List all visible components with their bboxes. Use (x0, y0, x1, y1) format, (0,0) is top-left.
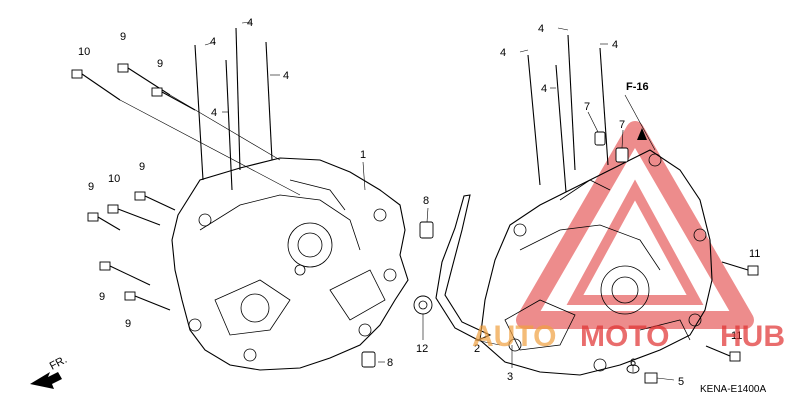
leader-lines (119, 21, 675, 381)
callout-4-e: 4 (538, 23, 544, 35)
bolts (71, 63, 759, 384)
left-crankcase (171, 157, 409, 371)
callouts: 10 9 9 4 4 4 4 1 9 10 9 9 9 8 8 12 4 4 4… (78, 17, 760, 388)
callout-7-a: 7 (584, 101, 590, 113)
stud-bolts-right (527, 34, 609, 193)
callout-11-bottom: 11 (731, 330, 742, 342)
callout-5: 5 (678, 376, 684, 388)
callout-9-lower2: 9 (125, 318, 131, 330)
watermark-logo (516, 121, 754, 329)
gasket (435, 194, 492, 341)
frame-ref-label: F-16 (626, 81, 649, 93)
callout-11-top: 11 (749, 248, 760, 260)
watermark-triangle (516, 121, 754, 329)
callout-4-b: 4 (247, 17, 253, 29)
callout-10-mid: 10 (108, 173, 120, 185)
callout-10-top: 10 (78, 46, 90, 58)
callout-4-f: 4 (500, 47, 506, 59)
callout-7-b: 7 (619, 119, 625, 131)
callout-9-left: 9 (88, 181, 94, 193)
right-crankcase (479, 149, 713, 376)
callout-8-top: 8 (423, 195, 429, 207)
callout-4-c: 4 (283, 70, 289, 82)
callout-9-lower: 9 (99, 291, 105, 303)
watermark-text-mid: MOTO (580, 320, 669, 353)
callout-4-d: 4 (211, 107, 217, 119)
front-marker-label: FR. (48, 354, 69, 373)
callout-9-top: 9 (120, 31, 126, 43)
watermark-text-left: AUTO (472, 320, 556, 353)
watermark-text-right: HUB (720, 320, 785, 353)
callout-12: 12 (416, 343, 428, 355)
callout-8-bottom: 8 (387, 357, 393, 369)
callout-1: 1 (360, 149, 366, 161)
stud-bolts-left (194, 27, 273, 191)
callout-4-g: 4 (612, 39, 618, 51)
callout-2: 2 (474, 343, 480, 355)
callout-9-second: 9 (157, 58, 163, 70)
callout-9-mid: 9 (139, 161, 145, 173)
callout-4-h: 4 (541, 83, 547, 95)
callout-3: 3 (507, 371, 513, 383)
front-arrow: FR. (30, 354, 69, 389)
callout-4-a: 4 (210, 36, 216, 48)
callout-6: 6 (630, 357, 636, 369)
dowels-and-bearing (361, 131, 629, 368)
frame-reference: F-16 (626, 81, 649, 140)
watermark-text: AUTO MOTO HUB (472, 320, 785, 353)
diagram-code: KENA-E1400A (700, 384, 766, 395)
